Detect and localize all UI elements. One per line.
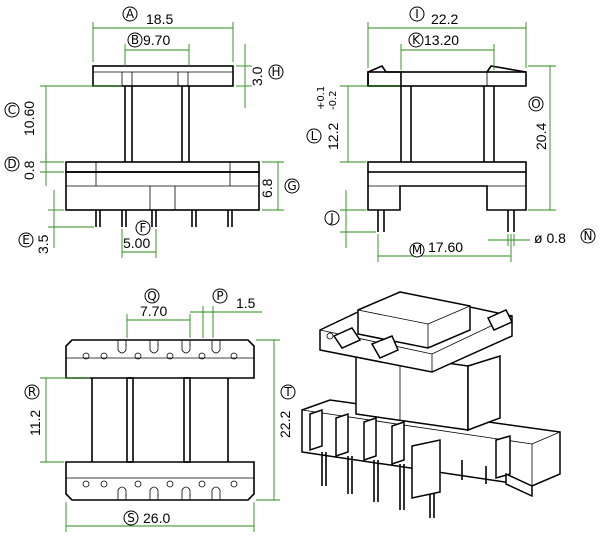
svg-text:I: I	[415, 7, 419, 21]
svg-text:M: M	[412, 243, 422, 257]
svg-text:B: B	[131, 33, 139, 47]
svg-text:26.0: 26.0	[143, 510, 170, 526]
svg-text:D: D	[7, 157, 16, 171]
svg-text:G: G	[287, 179, 296, 193]
svg-text:7.70: 7.70	[140, 303, 167, 319]
svg-text:22.2: 22.2	[277, 411, 293, 438]
svg-text:20.4: 20.4	[533, 123, 549, 150]
dimension-r: R 11.2	[24, 377, 90, 463]
svg-text:R: R	[28, 385, 36, 399]
svg-text:10.60: 10.60	[21, 101, 37, 136]
svg-text:H: H	[271, 65, 280, 79]
dimension-m: M 17.60	[377, 234, 512, 262]
dimension-d: D 0.8	[4, 150, 64, 186]
dimension-i: I 22.2	[367, 6, 527, 68]
dimension-e: E 3.5	[18, 190, 94, 254]
front-view: A 18.5 B 9.70 3.0 H C 10.60	[4, 6, 300, 258]
dimension-a: A 18.5	[92, 6, 234, 62]
svg-text:C: C	[8, 103, 16, 117]
svg-text:N: N	[584, 229, 593, 243]
svg-text:6.8: 6.8	[259, 178, 275, 198]
svg-text:0.8: 0.8	[21, 160, 37, 180]
svg-text:12.2: 12.2	[325, 123, 341, 150]
svg-text:T: T	[283, 385, 292, 399]
dimension-f: F 5.00	[121, 220, 157, 258]
svg-text:22.2: 22.2	[431, 11, 458, 27]
side-view: I 22.2 K 13.20 20.4 O L 12.2	[306, 6, 596, 262]
svg-text:18.5: 18.5	[146, 11, 173, 27]
svg-text:3.5: 3.5	[35, 234, 51, 254]
svg-text:P: P	[216, 289, 223, 303]
svg-text:K: K	[412, 33, 421, 47]
dimension-l: L 12.2 +0.1 -0.2	[306, 85, 400, 163]
svg-text:+0.1: +0.1	[316, 86, 327, 110]
svg-text:Q: Q	[147, 289, 156, 303]
svg-text:ø 0.8: ø 0.8	[534, 230, 566, 246]
dimension-c: C 10.60	[4, 85, 122, 163]
svg-text:11.2: 11.2	[27, 410, 43, 436]
dimension-k: K 13.20	[400, 32, 495, 70]
isometric-view	[301, 291, 561, 518]
svg-text:E: E	[22, 233, 30, 247]
svg-text:F: F	[140, 221, 147, 235]
svg-text:J: J	[329, 211, 334, 225]
svg-text:3.0: 3.0	[249, 66, 265, 86]
svg-text:13.20: 13.20	[424, 32, 459, 48]
dimension-s: S 26.0	[65, 502, 255, 532]
svg-text:9.70: 9.70	[143, 32, 170, 48]
svg-text:5.00: 5.00	[123, 235, 150, 251]
svg-text:O: O	[531, 97, 540, 111]
svg-text:1.5: 1.5	[236, 295, 256, 311]
dimension-p: P 1.5	[190, 288, 262, 338]
dimension-n: ø 0.8 N	[488, 228, 596, 246]
svg-text:A: A	[126, 7, 135, 21]
dimension-j: J	[324, 190, 376, 248]
svg-text:17.60: 17.60	[428, 239, 463, 255]
top-view: Q 7.70 P 1.5 R 11.2 22.2 T	[24, 288, 296, 532]
dimension-h: 3.0 H	[236, 44, 284, 108]
dimension-g: 6.8 G	[259, 161, 300, 211]
dimension-o: 20.4 O	[528, 65, 556, 211]
svg-text:-0.2: -0.2	[328, 90, 339, 110]
dimension-t: 22.2 T	[256, 339, 296, 501]
dimension-b: B 9.70	[124, 32, 190, 66]
svg-text:L: L	[311, 129, 318, 143]
dimension-q: Q 7.70	[126, 288, 191, 338]
svg-text:S: S	[127, 511, 135, 525]
